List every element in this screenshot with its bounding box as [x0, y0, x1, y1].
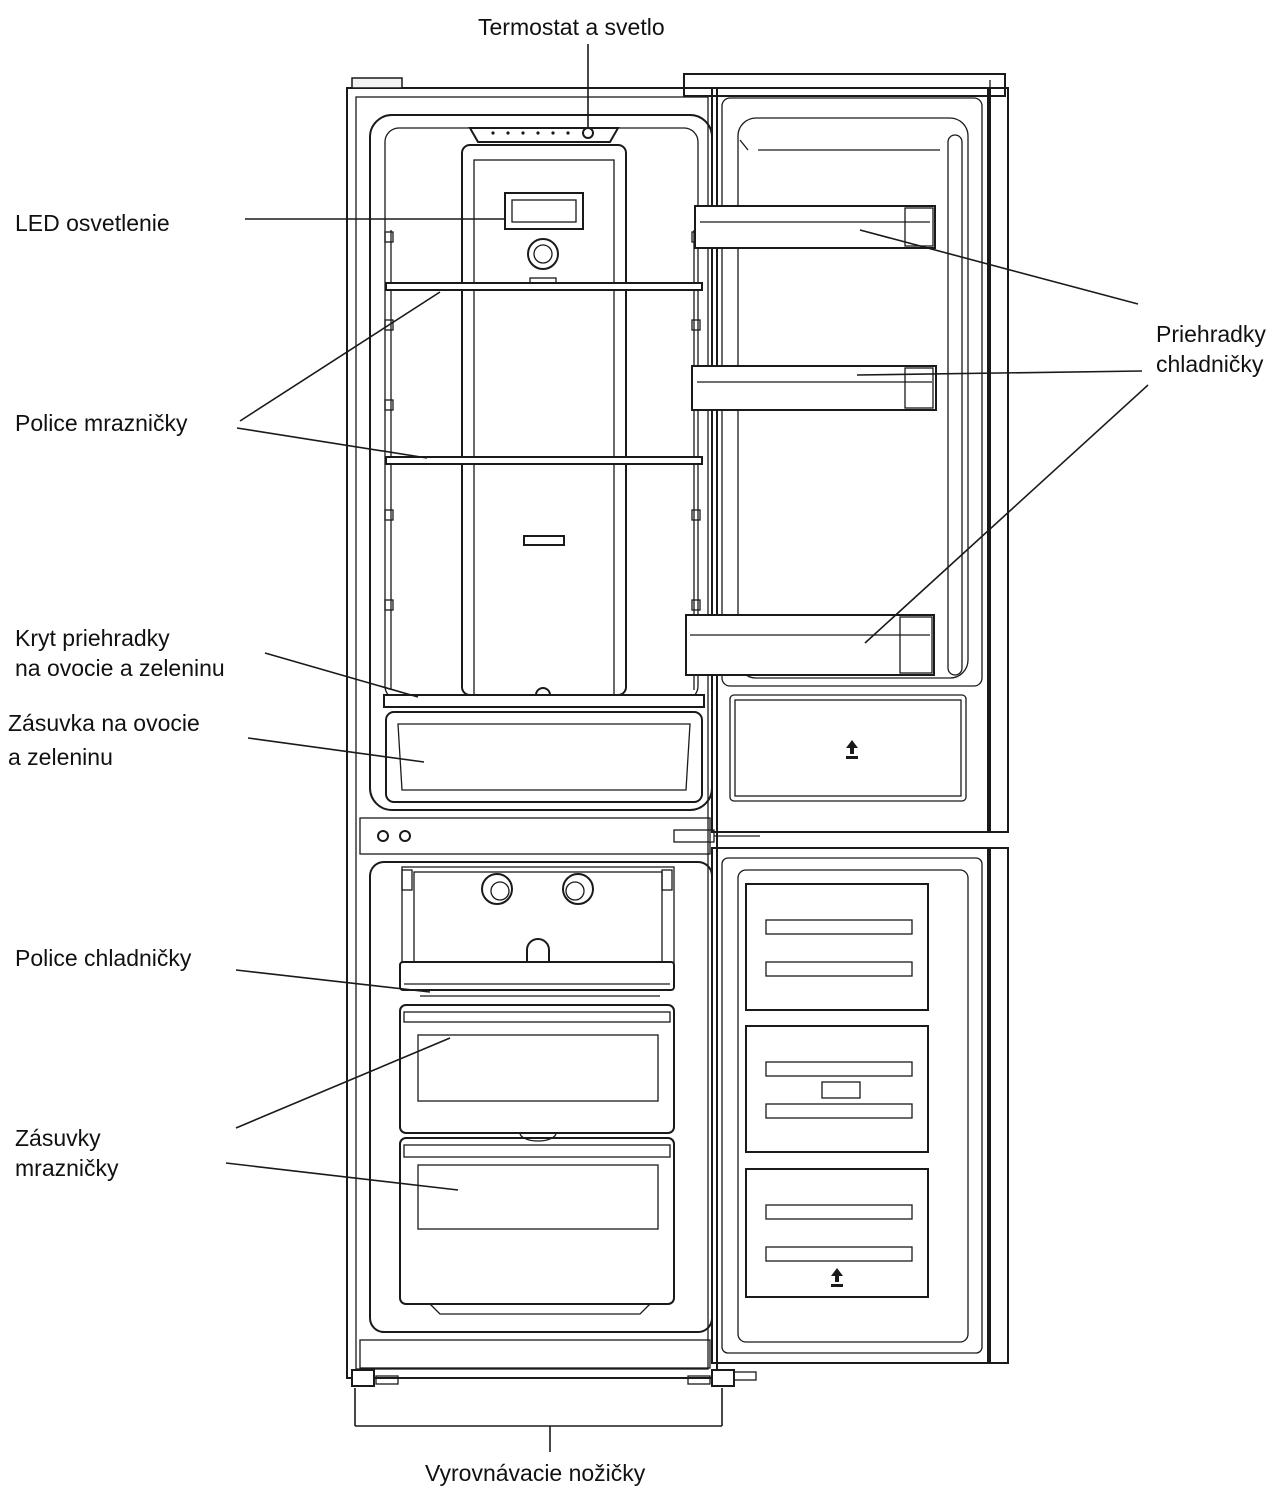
label-freezer-drawers-line1: Zásuvky: [15, 1125, 101, 1151]
label-door-bins-line1: Priehradky: [1156, 321, 1266, 347]
back-panel: [461, 144, 627, 696]
label-fridge-shelves: Police mrazničky: [15, 410, 188, 436]
freezer-door-panel-1: [745, 883, 929, 1011]
freezer-door-symbol-icon: [831, 1268, 843, 1287]
label-crisper-drawer-line1: Zásuvka na ovocie: [8, 710, 200, 736]
fridge-door-symbol-icon: [846, 740, 858, 759]
freezer-door-panel-3: [745, 1168, 929, 1298]
glass-shelf-upper: [385, 282, 703, 291]
label-freezer-shelf: Police chladničky: [15, 945, 192, 971]
leveling-feet: [351, 1369, 757, 1452]
label-crisper-cover: Kryt priehradky na ovocie a zeleninu: [15, 623, 225, 683]
door-bin-middle: [691, 365, 937, 411]
freezer-shelf: [399, 961, 675, 997]
lower-door: [711, 847, 1009, 1364]
label-door-bins: Priehradky chladničky: [1156, 319, 1266, 379]
label-thermostat: Termostat a svetlo: [478, 14, 665, 40]
freezer-drawer-upper: [399, 1004, 675, 1142]
crisper-cover: [383, 694, 705, 708]
label-led-lighting: LED osvetlenie: [15, 210, 170, 236]
label-door-bins-line2: chladničky: [1156, 351, 1264, 377]
label-crisper-drawer-line2: a zeleninu: [8, 744, 113, 770]
fridge-cabinet: [346, 77, 718, 1379]
crisper-drawer: [385, 711, 703, 803]
label-freezer-drawers-line2: mrazničky: [15, 1155, 119, 1181]
freezer-interior: [401, 866, 675, 968]
label-crisper-cover-line1: Kryt priehradky: [15, 625, 170, 651]
leader-lines: [225, 44, 1149, 1191]
label-crisper-drawer: Zásuvka na ovocie a zeleninu: [8, 706, 200, 774]
label-crisper-cover-line2: na ovocie a zeleninu: [15, 655, 225, 681]
upper-door: [673, 73, 1009, 843]
thermostat-light: [468, 127, 620, 143]
door-bin-upper: [694, 205, 936, 249]
label-leveling-feet: Vyrovnávacie nožičky: [425, 1460, 646, 1486]
glass-shelf-lower: [385, 456, 703, 465]
label-freezer-drawers: Zásuvky mrazničky: [15, 1123, 119, 1183]
freezer-drawer-lower: [399, 1137, 675, 1315]
freezer-door-panel-2: [745, 1025, 929, 1153]
door-bin-lower: [685, 614, 935, 676]
